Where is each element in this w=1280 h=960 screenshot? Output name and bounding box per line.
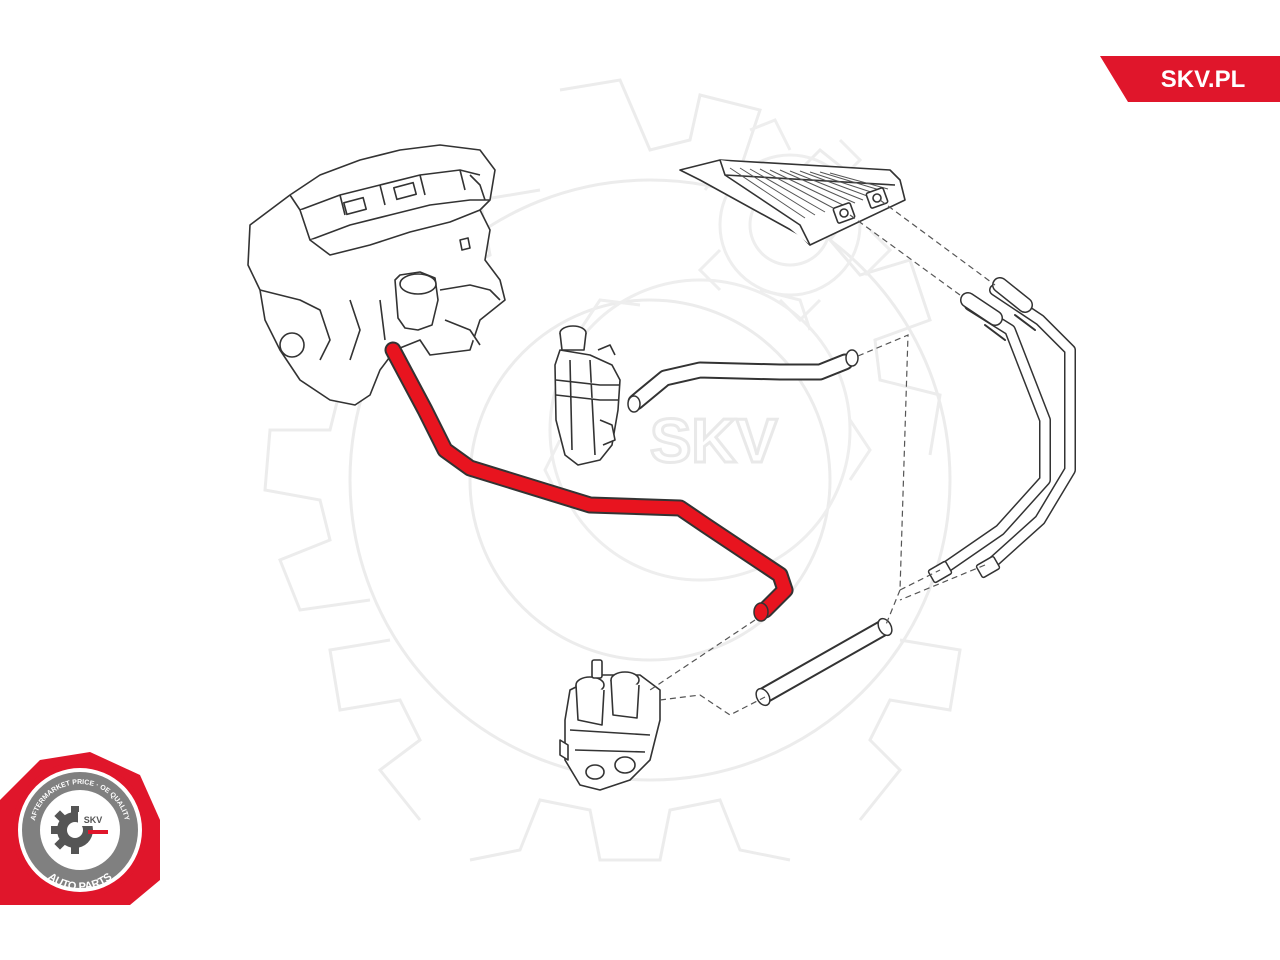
badge-center-text: SKV [84, 815, 103, 825]
straight-hose [755, 617, 893, 707]
valve-icon [559, 659, 661, 791]
upper-hose [627, 349, 859, 413]
watermark-gear-mid [543, 278, 872, 582]
connection-lines [649, 199, 996, 716]
brand-banner-text: SKV.PL [1161, 66, 1245, 93]
watermark-text: SKV [650, 407, 777, 476]
expansion-tank-icon [554, 325, 621, 466]
engine-block-icon [247, 144, 506, 406]
pipe-icon [927, 277, 1076, 584]
skv-badge: AFTERMARKET PRICE · OE QUALITY AUTO PART… [0, 752, 160, 905]
brand-banner: SKV.PL [1100, 56, 1280, 102]
red-hose-icon [384, 341, 794, 622]
heater-core-icon [679, 159, 906, 246]
